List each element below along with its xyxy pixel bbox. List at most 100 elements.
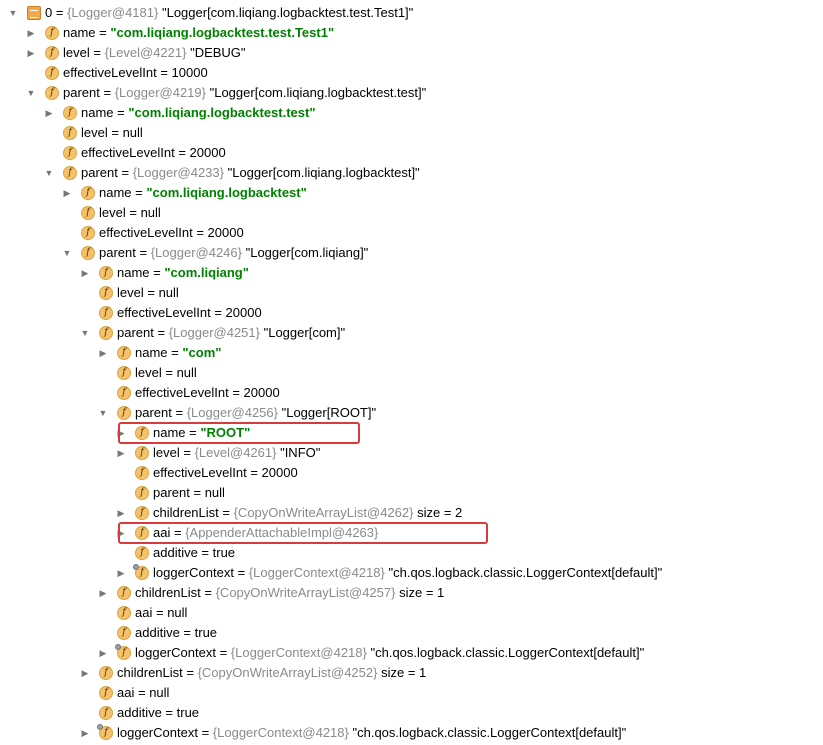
expand-toggle-collapse-icon[interactable]: ▼ [80, 328, 90, 338]
expand-toggle-collapse-icon[interactable]: ▼ [26, 88, 36, 98]
field-name: effectiveLevelInt [117, 305, 211, 320]
field-icon: f [117, 346, 131, 360]
field-name: parent [63, 85, 100, 100]
tree-row-text: name = "ROOT" [153, 423, 250, 443]
field-icon: f [81, 226, 95, 240]
object-reference: {Logger@4256} [186, 405, 282, 420]
expand-toggle-expand-icon[interactable]: ▶ [99, 648, 107, 658]
field-name: name [81, 105, 114, 120]
tree-row-text: name = "com.liqiang.logbacktest.test" [81, 103, 316, 123]
expand-toggle-collapse-icon[interactable]: ▼ [98, 408, 108, 418]
field-value: "com" [182, 345, 222, 360]
expand-toggle-expand-icon[interactable]: ▶ [99, 588, 107, 598]
equals-sign: = [228, 385, 244, 400]
expand-toggle-expand-icon[interactable]: ▶ [81, 728, 89, 738]
field-name: effectiveLevelInt [63, 65, 157, 80]
field-value: "ch.qos.logback.classic.LoggerContext[de… [370, 645, 645, 660]
equals-sign: = [117, 165, 133, 180]
field-value: size = 1 [381, 665, 427, 680]
expand-toggle-expand-icon[interactable]: ▶ [99, 348, 107, 358]
field-icon: f [99, 326, 113, 340]
expand-toggle-expand-icon[interactable]: ▶ [117, 428, 125, 438]
field-name: name [99, 185, 132, 200]
expand-toggle-expand-icon[interactable]: ▶ [81, 668, 89, 678]
field-name: level [81, 125, 108, 140]
field-value: "ch.qos.logback.classic.LoggerContext[de… [388, 565, 663, 580]
object-reference: {Logger@4181} [67, 5, 162, 20]
field-name: parent [135, 405, 172, 420]
expand-toggle-collapse-icon[interactable]: ▼ [8, 8, 18, 18]
field-name: loggerContext [153, 565, 234, 580]
expand-toggle-collapse-icon[interactable]: ▼ [44, 168, 54, 178]
field-icon: f [117, 626, 131, 640]
equals-sign: = [167, 345, 183, 360]
expand-toggle-collapse-icon[interactable]: ▼ [62, 248, 72, 258]
field-value: null [149, 685, 170, 700]
object-reference: {Level@4221} [104, 45, 191, 60]
field-value: "com.liqiang.logbacktest.test" [128, 105, 316, 120]
expand-toggle-expand-icon[interactable]: ▶ [45, 108, 53, 118]
expand-toggle-expand-icon[interactable]: ▶ [81, 268, 89, 278]
tree-row-0[interactable]: ▼0 = {Logger@4181} "Logger[com.liqiang.l… [0, 3, 823, 23]
field-name: childrenList [135, 585, 201, 600]
object-reference: {LoggerContext@4218} [230, 645, 371, 660]
variables-tree: ▼0 = {Logger@4181} "Logger[com.liqiang.l… [0, 3, 823, 743]
expand-toggle-expand-icon[interactable]: ▶ [27, 28, 35, 38]
equals-sign: = [152, 605, 168, 620]
field-name: parent [81, 165, 118, 180]
field-name: level [153, 445, 180, 460]
tree-row-additive[interactable]: f additive = true [0, 623, 823, 643]
expand-toggle-expand-icon[interactable]: ▶ [117, 508, 125, 518]
field-value: "Logger[ROOT]" [281, 405, 377, 420]
expand-toggle-expand-icon[interactable]: ▶ [117, 448, 125, 458]
field-name: aai [117, 685, 135, 700]
expand-toggle-expand-icon[interactable]: ▶ [27, 48, 35, 58]
equals-sign: = [99, 85, 115, 100]
expand-toggle-expand-icon[interactable]: ▶ [117, 528, 125, 538]
static-field-icon: f [115, 644, 131, 660]
expand-toggle-expand-icon[interactable]: ▶ [63, 188, 71, 198]
expand-toggle-expand-icon[interactable]: ▶ [117, 568, 125, 578]
field-value: null [158, 285, 179, 300]
tree-row-text: additive = true [135, 623, 217, 643]
object-reference: {Logger@4246} [150, 245, 246, 260]
field-value: "ch.qos.logback.classic.LoggerContext[de… [352, 725, 627, 740]
field-icon: f [45, 46, 59, 60]
equals-sign: = [210, 305, 226, 320]
